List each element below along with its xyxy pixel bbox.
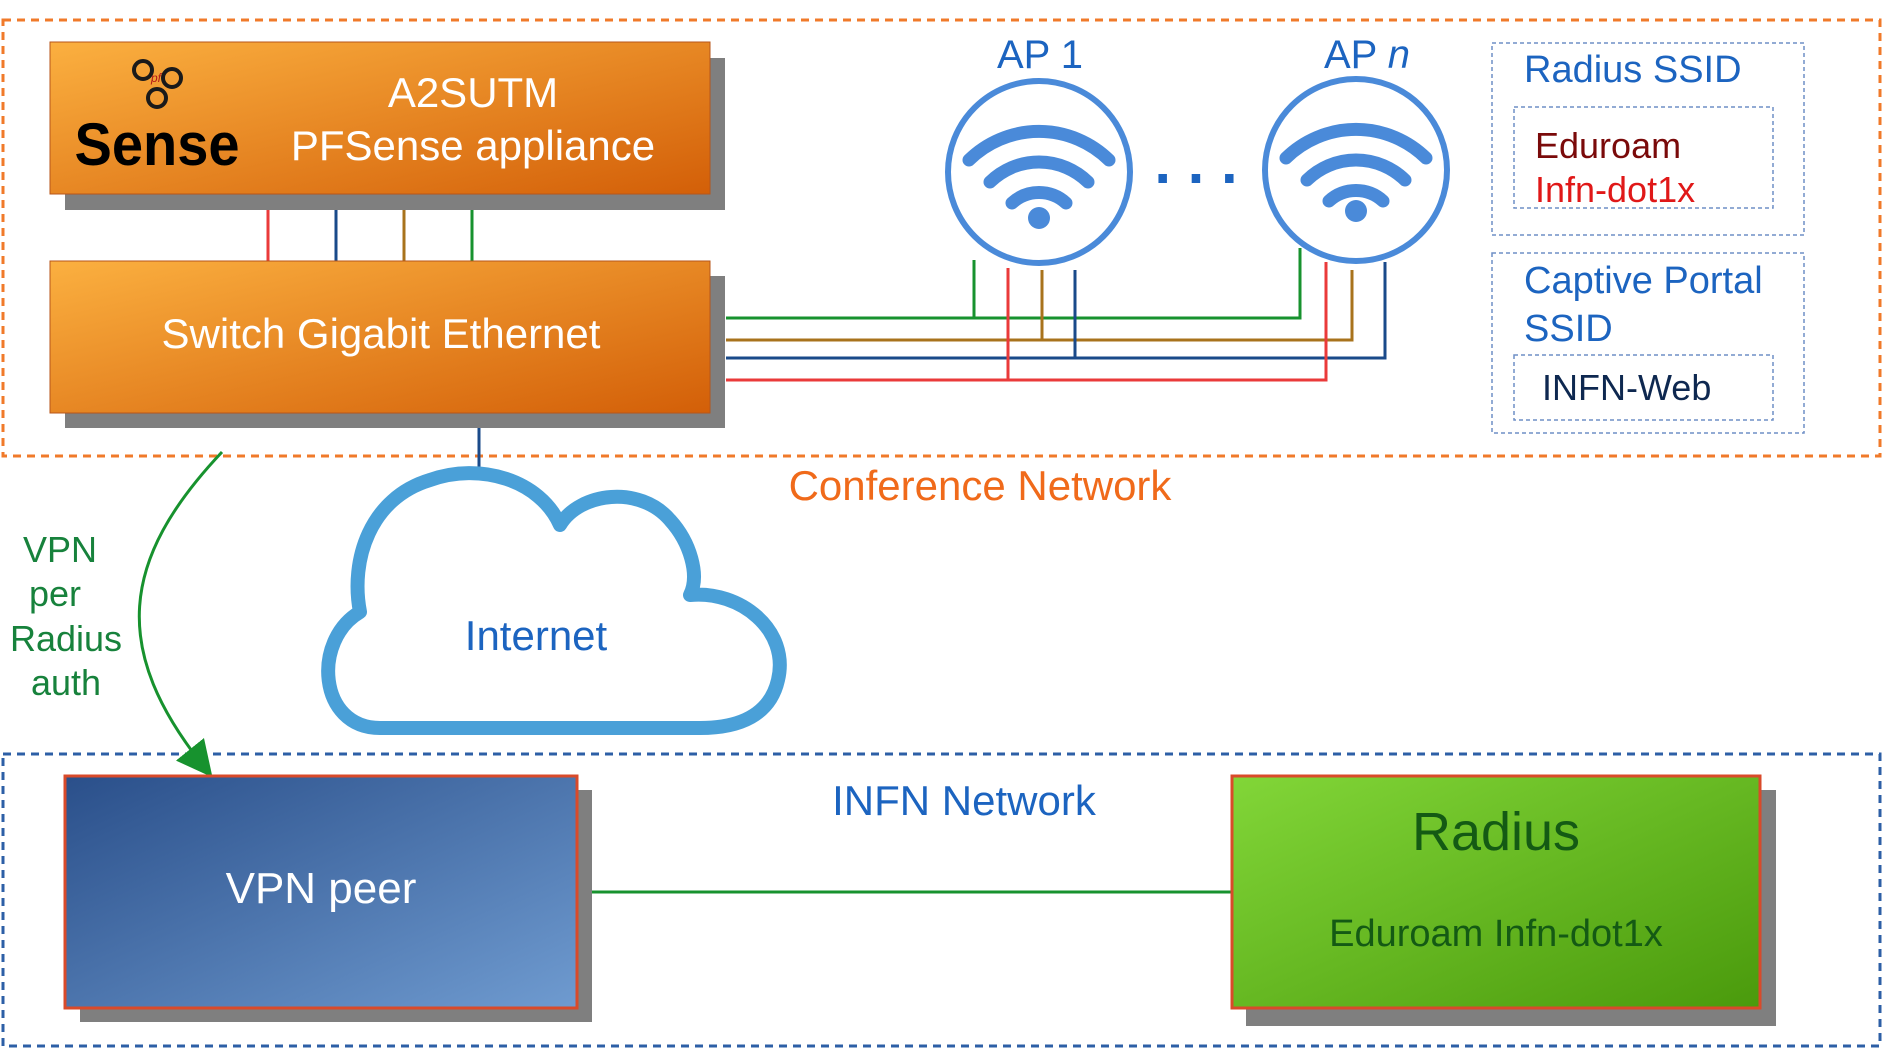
ssid-infn-web: INFN-Web <box>1542 367 1711 408</box>
vpn-label-line1: VPN <box>23 529 97 570</box>
captive-portal-ssid-panel: Captive Portal SSID INFN-Web <box>1491 252 1805 434</box>
vpn-peer: VPN peer <box>63 774 592 1022</box>
vpn-peer-label: VPN peer <box>226 864 417 913</box>
vpn-radius-auth-label: VPN per Radius auth <box>10 529 122 703</box>
switch-gigabit-ethernet: Switch Gigabit Ethernet <box>49 260 725 428</box>
pfsense-switch-links <box>266 205 474 262</box>
radius-ssid-panel: Radius SSID Eduroam Infn-dot1x <box>1491 42 1805 236</box>
pfsense-logo-text: Sense <box>75 111 240 178</box>
conference-network-zone <box>1 18 1882 458</box>
radius-subtitle: Eduroam Infn-dot1x <box>1329 913 1663 955</box>
pfsense-title-line2: PFSense appliance <box>291 122 655 169</box>
vpn-label-line3: Radius <box>10 618 122 659</box>
wifi-icon <box>945 78 1133 266</box>
access-point-n: AP n <box>1262 33 1450 264</box>
vpn-label-line4: auth <box>31 662 101 703</box>
switch-label: Switch Gigabit Ethernet <box>162 310 601 357</box>
radius-server: Radius Eduroam Infn-dot1x <box>1230 774 1776 1026</box>
switch-ap-links <box>726 248 1387 382</box>
infn-network-zone <box>1 752 1882 1048</box>
internet-cloud: Internet <box>321 466 787 735</box>
captive-portal-title-line2: SSID <box>1524 308 1613 350</box>
infn-network-label: INFN Network <box>832 777 1097 824</box>
wifi-icon <box>1262 76 1450 264</box>
pfsense-title-line1: A2SUTM <box>388 69 558 116</box>
pfsense-logo-mark: pf <box>150 71 163 85</box>
ssid-eduroam: Eduroam <box>1535 125 1681 166</box>
vpn-label-line2: per <box>29 573 81 614</box>
internet-label: Internet <box>465 612 608 659</box>
apn-label: AP n <box>1324 33 1410 77</box>
radius-title: Radius <box>1412 802 1580 862</box>
vpn-radius-auth-arrow <box>137 450 224 778</box>
pfsense-appliance: pf Sense A2SUTM PFSense appliance <box>49 41 725 210</box>
captive-portal-title-line1: Captive Portal <box>1524 260 1763 302</box>
ap1-label: AP 1 <box>997 33 1083 77</box>
conference-network-label: Conference Network <box>789 462 1173 509</box>
ap-ellipsis: . . . <box>1154 129 1237 196</box>
radius-ssid-title: Radius SSID <box>1524 49 1742 91</box>
cloud-icon <box>321 466 787 735</box>
access-point-1: AP 1 <box>945 33 1133 266</box>
ssid-infn-dot1x: Infn-dot1x <box>1535 169 1695 210</box>
pfsense-logo-icon: pf <box>132 59 183 109</box>
